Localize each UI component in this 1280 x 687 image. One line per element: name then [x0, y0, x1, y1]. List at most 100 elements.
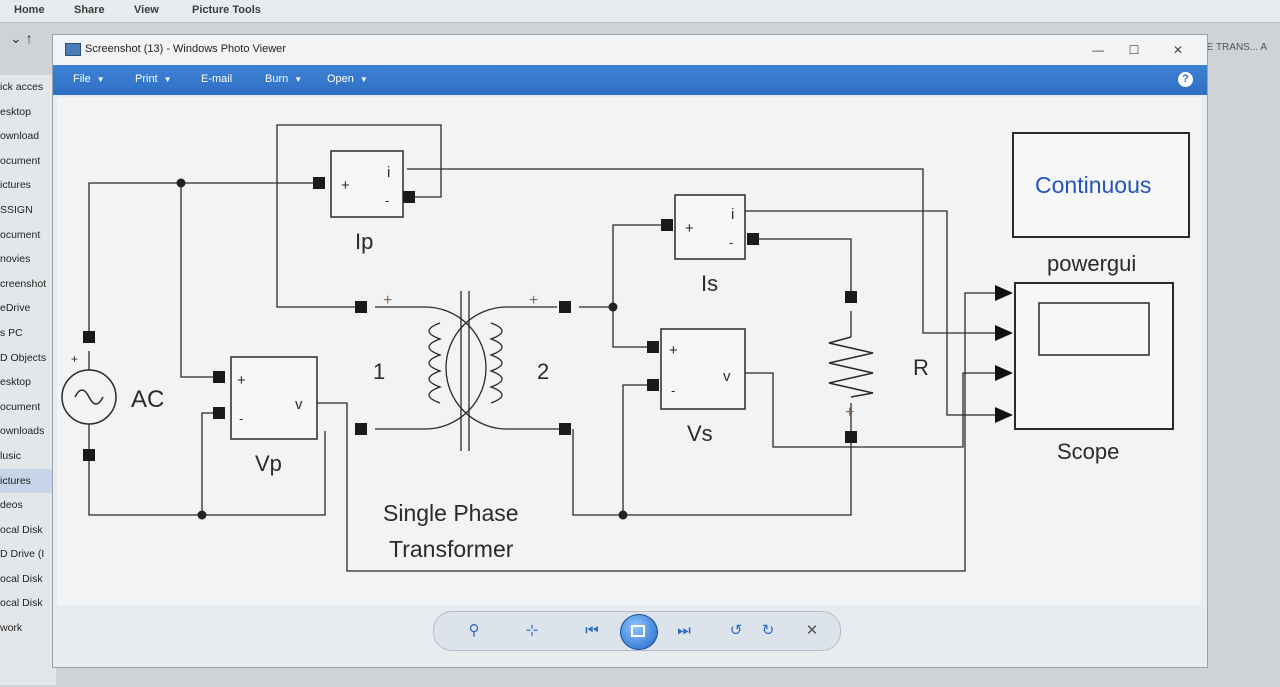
winding-1-label: 1 [373, 359, 385, 384]
sidebar-item[interactable]: ocument [0, 154, 41, 167]
sidebar-item[interactable]: ocal Disk [0, 597, 43, 610]
sidebar-item[interactable]: ownloads [0, 425, 45, 438]
sidebar-item[interactable]: ocument [0, 400, 41, 413]
close-button[interactable]: ✕ [1172, 43, 1184, 57]
junction-dot [176, 178, 186, 188]
scope-input-arrow-1 [995, 285, 1013, 301]
menu-file[interactable]: File▼ [73, 73, 105, 85]
ribbon-tab-picture-tools[interactable]: Picture Tools [192, 4, 261, 16]
ip-i-sign: i [387, 164, 390, 181]
sidebar-item[interactable]: SSIGN [0, 203, 33, 216]
help-icon[interactable]: ? [1178, 72, 1193, 87]
ribbon-tab-view[interactable]: View [134, 4, 159, 16]
secondary-plus-marker: + [529, 292, 538, 309]
photo-viewer-icon [65, 43, 81, 56]
ports [83, 177, 857, 461]
vp-block[interactable]: + - v Vp [230, 356, 318, 476]
ac-label: AC [131, 386, 164, 413]
primary-winding [428, 322, 442, 404]
ac-plus-sign: + [71, 352, 78, 366]
primary-plus-marker: + [383, 292, 392, 309]
wire-vp-plus [180, 183, 219, 378]
wire-secondary-coil [445, 306, 565, 430]
ip-block[interactable]: + i - Ip [330, 150, 404, 254]
vp-plus-sign: + [237, 372, 246, 389]
transformer[interactable]: 1 2 + + Single Phase Transformer [373, 292, 549, 562]
sidebar-item[interactable]: ownload [0, 130, 40, 143]
ip-block-body[interactable] [330, 150, 404, 218]
sidebar-item[interactable]: creenshot [0, 277, 47, 290]
menu-email[interactable]: E-mail [201, 73, 232, 85]
is-label: Is [701, 271, 718, 296]
rotate-ccw-icon[interactable]: ↺ [729, 622, 743, 639]
ip-label: Ip [355, 229, 373, 254]
powergui-block[interactable]: Continuous powergui [1012, 132, 1190, 276]
menu-print[interactable]: Print ▼ [135, 73, 172, 85]
sidebar-item[interactable]: novies [0, 253, 31, 266]
chevron-down-icon: ▼ [359, 75, 368, 84]
nav-arrows[interactable]: ⌄ ↑ [10, 30, 33, 46]
menu-burn[interactable]: Burn▼ [265, 73, 302, 85]
sidebar-item[interactable]: ocument [0, 228, 41, 241]
previous-icon[interactable]: ⏮ [585, 622, 599, 639]
scope-block[interactable]: Scope [995, 282, 1174, 464]
resistor-zigzag [828, 336, 874, 398]
port-square [747, 233, 759, 245]
junction-dot [608, 302, 618, 312]
maximize-button[interactable]: ☐ [1128, 43, 1140, 57]
wire-ip-signal [407, 168, 1001, 334]
wire-primary-coil [375, 306, 487, 430]
minimize-button[interactable]: — [1092, 43, 1104, 57]
sine-wave-icon [74, 389, 104, 405]
chevron-down-icon: ▼ [294, 75, 303, 84]
sidebar-item[interactable]: ictures [0, 179, 31, 192]
vs-label: Vs [687, 421, 713, 446]
next-icon[interactable]: ⏭ [677, 622, 691, 639]
resistor-label: R [913, 355, 929, 380]
title-bar: Screenshot (13) - Windows Photo Viewer —… [53, 35, 1207, 65]
sidebar-item[interactable]: esktop [0, 376, 31, 389]
delete-icon[interactable]: ✕ [805, 622, 819, 639]
chevron-down-icon: ▼ [163, 75, 172, 84]
sidebar-item[interactable]: ocal Disk [0, 572, 43, 585]
zoom-icon[interactable]: ⚲ [468, 622, 480, 639]
scope-body[interactable] [1014, 282, 1174, 430]
is-block[interactable]: + i - Is [674, 194, 746, 296]
sidebar-item[interactable]: deos [0, 499, 23, 512]
sidebar-item[interactable]: ocal Disk [0, 523, 43, 536]
ribbon-tab-home[interactable]: Home [14, 4, 45, 16]
ac-source: + AC [61, 351, 164, 449]
sidebar-item[interactable]: work [0, 622, 23, 635]
photo-viewer-window: Screenshot (13) - Windows Photo Viewer —… [52, 34, 1208, 668]
vs-block[interactable]: + - v Vs [660, 328, 746, 446]
rotate-cw-icon[interactable]: ↻ [761, 622, 775, 639]
secondary-winding [489, 322, 503, 404]
wire-r-bottom [572, 429, 852, 516]
sidebar-item[interactable]: D Objects [0, 351, 47, 364]
wire-is-signal [743, 210, 1001, 416]
ribbon-tab-share[interactable]: Share [74, 4, 105, 16]
sidebar-item[interactable]: ick acces [0, 81, 44, 93]
sidebar-item[interactable]: D Drive (I [0, 548, 45, 561]
menu-print-label: Print [135, 73, 158, 85]
sidebar-item[interactable]: s PC [0, 326, 23, 339]
menu-open-label: Open [327, 73, 354, 85]
wire-vs-plus [612, 307, 653, 348]
powergui-label: powergui [1047, 251, 1136, 276]
transformer-label-line1: Single Phase [383, 500, 519, 526]
slideshow-button[interactable] [620, 614, 658, 650]
winding-2-label: 2 [537, 359, 549, 384]
vp-block-body[interactable] [230, 356, 318, 440]
vs-minus-sign: - [671, 383, 675, 398]
vs-block-body[interactable] [660, 328, 746, 410]
fit-window-icon[interactable]: ⊹ [525, 622, 539, 639]
vp-minus-sign: - [239, 411, 243, 426]
powergui-body[interactable] [1012, 132, 1190, 238]
sidebar-item[interactable]: lusic [0, 449, 22, 462]
sidebar-item[interactable]: ictures [0, 468, 56, 494]
menu-open[interactable]: Open ▼ [327, 73, 368, 85]
sidebar-item[interactable]: esktop [0, 105, 31, 118]
is-block-body[interactable] [674, 194, 746, 260]
sidebar-item[interactable]: eDrive [0, 302, 31, 315]
